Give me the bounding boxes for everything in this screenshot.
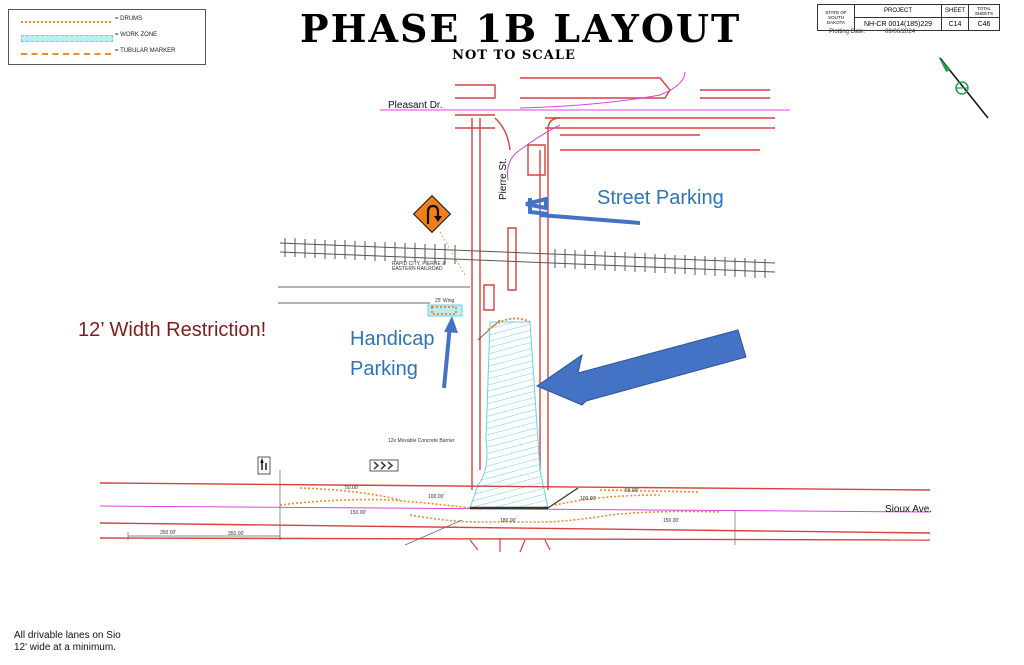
legend-item-tubular-marker: = TUBULAR MARKER	[9, 47, 205, 61]
page-title: PHASE 1B LAYOUT	[300, 6, 742, 51]
tubular-marker-symbol-icon	[21, 53, 111, 58]
dim-wing: 25' Wing	[435, 298, 455, 304]
state-label: STATE OF SOUTH DAKOTA	[817, 4, 855, 31]
no-uturn-sign-icon	[412, 194, 452, 234]
barrier-leader	[547, 487, 579, 509]
plotting-date-label: Plotting Date:	[829, 29, 866, 35]
south-driveways	[469, 538, 551, 553]
railroad-track	[279, 238, 776, 278]
street-label-pierre-st: Pierre St.	[498, 158, 509, 200]
barrier-label: 12x Movable Concrete Barrier	[388, 438, 455, 444]
turn-curve	[519, 71, 686, 109]
legend-label: = DRUMS	[115, 16, 143, 22]
footnote: All drivable lanes on Sio 12' wide at a …	[14, 630, 134, 654]
dim-150-a: 150.00'	[350, 510, 367, 516]
page-subtitle: NOT TO SCALE	[452, 48, 576, 63]
pleasant-dr-roadway	[455, 77, 775, 151]
sign-leader	[439, 231, 466, 276]
railroad-label: RAPID CITY, PIERRE & EASTERN RAILROAD	[392, 261, 446, 272]
street-label-pleasant-dr: Pleasant Dr.	[388, 100, 443, 111]
sioux-ave-tapers	[279, 487, 721, 523]
project-header: PROJECT	[854, 4, 942, 18]
plotting-date-row: Plotting Date: 09/06/2024	[829, 29, 915, 35]
dim-350-a: 350.00'	[160, 530, 177, 536]
sheet-number: C14	[941, 17, 969, 31]
pierre-st-roadway	[471, 117, 561, 490]
lane-sign-icon	[257, 456, 271, 475]
dim-50-a: 50.00'	[345, 485, 359, 491]
footnote-line2: 12' wide at a minimum.	[14, 642, 116, 653]
legend-item-drums: = DRUMS	[9, 15, 205, 29]
street-label-sioux-ave: Sioux Ave.	[885, 504, 933, 515]
arrow-board-icon	[369, 459, 399, 472]
dimension-lines	[127, 470, 736, 546]
drums-symbol-icon	[21, 21, 111, 26]
handicap-parking-marker	[427, 304, 463, 317]
legend-label: = WORK ZONE	[115, 32, 158, 38]
width-restriction-callout: 12’ Width Restriction!	[78, 319, 267, 341]
dim-350-b: 350.00'	[228, 531, 245, 537]
plotting-date: 09/06/2024	[885, 29, 916, 35]
total-sheets-header: TOTAL SHEETS	[968, 4, 1000, 18]
handicap-parking-arrow	[442, 316, 458, 389]
total-sheets: C46	[968, 17, 1000, 31]
sheet-header: SHEET	[941, 4, 969, 18]
dim-100-b: 100.00'	[580, 496, 597, 502]
handicap-callout-line1: Handicap	[350, 328, 435, 350]
work-zone-area	[469, 321, 549, 509]
footnote-line1: All drivable lanes on Sio	[14, 630, 121, 641]
dim-100-a: 100.00'	[428, 494, 445, 500]
work-zone-drums-top	[487, 317, 531, 331]
dim-180: 180.00'	[500, 518, 517, 524]
dim-50-b: 50.00'	[625, 488, 639, 494]
dim-150-b: 150.00'	[663, 518, 680, 524]
street-parking-callout: Street Parking	[597, 187, 724, 209]
street-parking-arrow	[525, 196, 641, 225]
handicap-callout-line2: Parking	[350, 358, 418, 380]
sioux-ave-roadway	[99, 482, 931, 541]
title-block: STATE OF SOUTH DAKOTA PROJECT SHEET TOTA…	[817, 4, 1000, 31]
work-zone-symbol-icon	[21, 35, 113, 42]
legend-label: = TUBULAR MARKER	[115, 48, 176, 54]
legend-box: = DRUMS = WORK ZONE = TUBULAR MARKER	[8, 9, 206, 65]
work-zone-big-arrow	[535, 329, 747, 406]
pierre-st-centerline	[507, 124, 561, 181]
north-arrow-icon	[938, 56, 989, 119]
legend-item-work-zone: = WORK ZONE	[9, 31, 205, 45]
